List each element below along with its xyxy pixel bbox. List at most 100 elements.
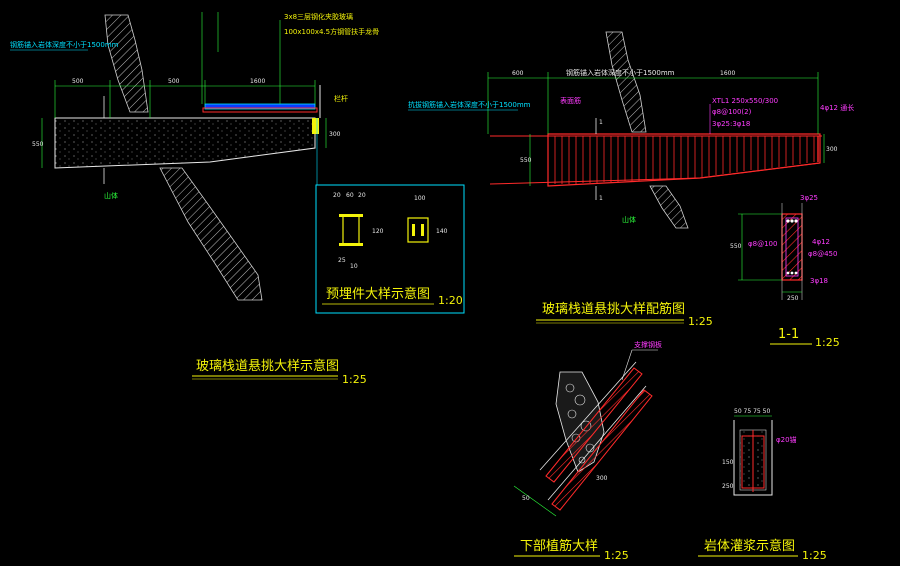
beam-spec-2: φ8@100(2): [712, 108, 752, 116]
bottom-sloped-bar: [699, 162, 821, 179]
embed-scale: 1:20: [438, 294, 463, 307]
grout-dims-top: 50 75 75 50: [734, 408, 770, 415]
section-side-label: 4φ12: [812, 238, 830, 246]
mountain-label-right: 山体: [622, 215, 636, 224]
rebar-detail: 600 1600 550 300 1 1 抗拔钢筋锚入岩体深度不小于1500mm…: [408, 31, 854, 229]
rock-mass-rebar-upper: [605, 31, 647, 133]
rail-label: 栏杆: [334, 94, 348, 103]
embed-dim-100: 100: [414, 195, 426, 202]
section-bottom-bar-2: [790, 271, 794, 275]
rock-mass-lower: [159, 167, 263, 301]
glass-frame: [202, 107, 318, 113]
embed-dim-25: 25: [338, 257, 346, 264]
embed-dim-120: 120: [372, 228, 384, 235]
anchor-dim-50: 50: [522, 495, 530, 502]
rock-mass-rebar-lower: [649, 185, 689, 229]
anchor-dim-line: [513, 485, 557, 517]
anchor-bar-1: [545, 367, 643, 483]
grout-bolt-label: φ20锚: [776, 435, 797, 444]
section-bottom-bar-3: [794, 271, 798, 275]
rebar-section-1b: 1: [599, 195, 603, 202]
section-stirrup-label: φ8@100: [748, 240, 777, 248]
embed-dim-60: 60: [346, 192, 354, 199]
section-height: 550: [730, 243, 742, 250]
dim-550: 550: [32, 141, 44, 148]
anchor-rock-stones: [565, 383, 595, 464]
embed-title: 预埋件大样示意图: [326, 286, 430, 302]
section-scale: 1:25: [815, 336, 840, 349]
anchor-dim-300: 300: [596, 475, 608, 482]
rebar-dim-300: 300: [826, 146, 838, 153]
embed-detail-frame: [315, 184, 465, 314]
rebar-section-1a: 1: [599, 119, 603, 126]
embed-plate-bottom: [339, 243, 363, 246]
rock-mass-upper: [104, 14, 149, 113]
cantilever-slab: [54, 117, 316, 169]
rebar-title: 玻璃栈道悬挑大样配筋图: [542, 301, 685, 317]
section-beam-outline: [781, 213, 803, 281]
section-1-1-detail: 550 250 3φ25 φ8@100 4φ12 φ8@450 3φ18 1-1…: [730, 194, 840, 349]
section-title: 1-1: [778, 327, 799, 342]
rebar-scale: 1:25: [688, 315, 713, 328]
embed-part-box: [312, 118, 319, 134]
bottom-long-bar: [489, 177, 701, 185]
main-scale: 1:25: [342, 373, 367, 386]
grout-rebar-cage: [741, 435, 765, 489]
anchor-title: 下部植筋大样: [520, 538, 598, 554]
rebar-dim-600: 600: [512, 70, 524, 77]
embed-dim-10: 10: [350, 263, 358, 270]
grout-dim-250: 250: [722, 483, 734, 490]
left-cantilever-detail: 500 500 1600 550 300 钢筋锚入岩体深度不小于1500mm 3…: [10, 12, 379, 301]
main-title: 玻璃栈道悬挑大样示意图: [196, 358, 339, 374]
dim-500: 500: [72, 78, 84, 85]
rebar-dim-550: 550: [520, 157, 532, 164]
section-stirrup: [785, 217, 799, 277]
grout-detail: 50 75 75 50 φ20锚 150 250 岩体灌浆示意图 1:25: [698, 408, 827, 562]
grout-title: 岩体灌浆示意图: [704, 538, 795, 554]
dim-500b: 500: [168, 78, 180, 85]
glass-deck: [204, 103, 316, 110]
embed-plate-top: [339, 214, 363, 217]
section-top-bar-2: [790, 219, 794, 223]
rebar-root-bars: 表面筋: [560, 96, 581, 105]
rebar-anchor-note: 抗拔钢筋锚入岩体深度不小于1500mm: [408, 100, 531, 109]
beam-spec-3: 3φ25:3φ18: [712, 120, 750, 128]
embed-rib-right: [421, 224, 424, 236]
grout-scale: 1:25: [802, 549, 827, 562]
section-top-label: 3φ25: [800, 194, 818, 202]
anchor-label-leader: [621, 349, 633, 381]
section-top-bar-3: [794, 219, 798, 223]
section-bottom-bar-1: [786, 271, 790, 275]
glass-spec: 3x8三层钢化夹胶玻璃: [284, 12, 353, 21]
embed-rib-left: [412, 224, 415, 236]
embed-dim-20b: 20: [358, 192, 366, 199]
rebar-top-note: 钢筋锚入岩体深度不小于1500mm: [566, 68, 675, 77]
anchor-scale: 1:25: [604, 549, 629, 562]
embed-part-detail: 20 60 20 100 120 140 25 10 预埋件大样示意图 1:20: [315, 118, 465, 314]
rebar-dim-1600: 1600: [720, 70, 735, 77]
rebar-top-bars: 4φ12 通长: [820, 103, 854, 112]
grout-dim-150: 150: [722, 459, 734, 466]
rebar-stirrups: [554, 136, 815, 184]
anchor-detail: 支撑钢板 50 300 下部植筋大样 1:25: [513, 340, 662, 562]
grout-hole-outline: [733, 420, 773, 496]
tube-spec: 100x100x4.5方钢管扶手龙骨: [284, 27, 379, 36]
section-side2-label: φ8@450: [808, 250, 837, 258]
section-width: 250: [787, 295, 799, 302]
mountain-label-left: 山体: [104, 191, 118, 200]
embed-channel-side: [407, 217, 429, 243]
section-top-bar-1: [786, 219, 790, 223]
anchor-edge-1: [539, 361, 637, 471]
embed-dim-20a: 20: [333, 192, 341, 199]
dim-300: 300: [329, 131, 341, 138]
embed-depth-note: 钢筋锚入岩体深度不小于1500mm: [10, 40, 119, 49]
anchor-bar-2: [551, 389, 653, 511]
section-bottom-label: 3φ18: [810, 277, 828, 285]
beam-spec-1: XTL1 250x550/300: [712, 97, 778, 105]
anchor-edge-2: [547, 385, 647, 501]
embed-channel-front: [342, 215, 360, 245]
dim-1600: 1600: [250, 78, 265, 85]
embed-dim-140: 140: [436, 228, 448, 235]
